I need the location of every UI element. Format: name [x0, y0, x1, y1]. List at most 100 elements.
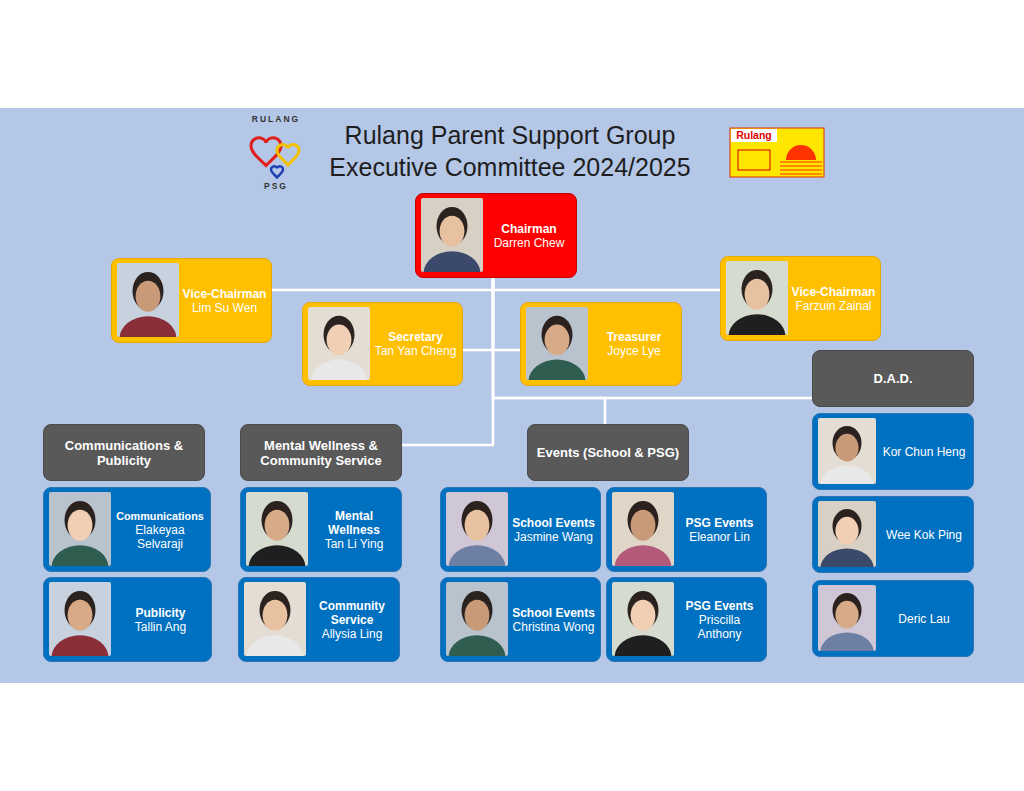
portrait-photo — [612, 582, 674, 656]
photo-shoulders — [528, 360, 585, 380]
text-area: Vice-ChairmanFarzuin Zainal — [791, 257, 876, 340]
photo-face — [631, 600, 656, 631]
person-name: Jasmine Wang — [514, 530, 593, 544]
text-area: D.A.D. — [819, 351, 967, 406]
text-area: Vice-ChairmanLim Su Wen — [182, 259, 267, 342]
person-name: Eleanor Lin — [689, 530, 750, 544]
text-area: PSG EventsPriscilla Anthony — [677, 578, 762, 661]
person-name: Darren Chew — [494, 236, 565, 250]
text-area: PublicityTallin Ang — [114, 578, 207, 661]
role-title: School Events — [512, 516, 595, 530]
school-logo-emblem — [738, 150, 770, 170]
person-name: Farzuin Zainal — [795, 299, 871, 313]
group-title: D.A.D. — [874, 371, 913, 386]
photo-face — [631, 510, 656, 541]
text-area: ChairmanDarren Chew — [486, 194, 572, 277]
portrait-photo — [246, 492, 308, 566]
photo-shoulders — [246, 635, 303, 656]
member-box: PSG EventsEleanor Lin — [606, 487, 767, 572]
photo-shoulders — [820, 549, 873, 567]
portrait-photo — [446, 492, 508, 566]
person-name: Deric Lau — [898, 612, 949, 626]
member-box: Wee Kok Ping — [812, 496, 974, 573]
role-title: Vice-Chairman — [792, 285, 876, 299]
photo-shoulders — [728, 314, 785, 335]
photo-shoulders — [248, 545, 305, 566]
text-area: SecretaryTan Yan Cheng — [373, 303, 458, 385]
person-name: Tallin Ang — [135, 620, 186, 634]
portrait-photo — [117, 263, 179, 337]
person-name: Allysia Ling — [322, 627, 383, 641]
officer-box: TreasurerJoyce Lye — [520, 302, 682, 386]
text-area: Mental Wellness & Community Service — [247, 425, 395, 480]
logo-text: Rulang — [731, 129, 777, 143]
text-area: School EventsChristina Wong — [511, 578, 596, 661]
member-box: CommunicationsElakeyaa Selvaraji — [43, 487, 211, 572]
member-box: Deric Lau — [812, 580, 974, 657]
portrait-photo — [818, 585, 876, 651]
photo-face — [745, 279, 770, 310]
member-box: School EventsChristina Wong — [440, 577, 601, 662]
person-name: Tan Yan Cheng — [375, 344, 457, 358]
photo-face — [327, 325, 352, 356]
photo-shoulders — [820, 633, 873, 651]
role-title: School Events — [512, 606, 595, 620]
photo-face — [265, 510, 290, 541]
photo-face — [136, 281, 161, 312]
text-area: Communications & Publicity — [50, 425, 198, 480]
photo-shoulders — [51, 635, 108, 656]
photo-face — [68, 510, 93, 541]
photo-face — [545, 325, 570, 356]
photo-face — [68, 600, 93, 631]
portrait-photo — [244, 582, 306, 656]
portrait-photo — [308, 307, 370, 380]
chart-title: Rulang Parent Support Group Executive Co… — [318, 119, 702, 183]
group-header-box: Events (School & PSG) — [527, 424, 689, 481]
photo-face — [465, 600, 490, 631]
group-header-box: Communications & Publicity — [43, 424, 205, 481]
role-title: Secretary — [388, 330, 443, 344]
member-box: Mental WellnessTan Li Ying — [240, 487, 402, 572]
org-connector — [272, 278, 493, 290]
school-logo — [730, 128, 824, 177]
org-connector — [463, 278, 493, 350]
officer-box: ChairmanDarren Chew — [415, 193, 577, 278]
member-box: Kor Chun Heng — [812, 413, 974, 490]
text-area: Community ServiceAllysia Ling — [309, 578, 395, 661]
role-title: PSG Events — [685, 516, 753, 530]
school-logo-ground — [730, 128, 824, 177]
text-area: Kor Chun Heng — [879, 414, 969, 489]
role-title: Treasurer — [607, 330, 662, 344]
logo-text: PSG — [236, 181, 316, 193]
role-title: Publicity — [135, 606, 185, 620]
role-title: Chairman — [501, 222, 556, 236]
person-name: Kor Chun Heng — [883, 445, 966, 459]
photo-shoulders — [448, 635, 505, 656]
portrait-photo — [446, 582, 508, 656]
member-box: School EventsJasmine Wang — [440, 487, 601, 572]
psg-heart-logo — [251, 138, 299, 178]
text-area: Deric Lau — [879, 581, 969, 656]
portrait-photo — [49, 492, 111, 566]
logo-text: RULANG — [236, 114, 316, 126]
officer-box: Vice-ChairmanLim Su Wen — [111, 258, 272, 343]
photo-face — [835, 601, 858, 629]
photo-shoulders — [310, 360, 367, 380]
person-name: Tan Li Ying — [325, 537, 384, 551]
portrait-photo — [818, 501, 876, 567]
photo-shoulders — [51, 545, 108, 566]
text-area: PSG EventsEleanor Lin — [677, 488, 762, 571]
role-title: Mental Wellness — [311, 509, 397, 537]
group-title: Events (School & PSG) — [537, 445, 679, 460]
officer-box: Vice-ChairmanFarzuin Zainal — [720, 256, 881, 341]
portrait-photo — [818, 418, 876, 484]
portrait-photo — [726, 261, 788, 335]
school-logo-stripes — [780, 162, 822, 174]
member-box: Community ServiceAllysia Ling — [238, 577, 400, 662]
group-header-box: Mental Wellness & Community Service — [240, 424, 402, 481]
person-name: Wee Kok Ping — [886, 528, 962, 542]
org-connector — [493, 278, 720, 290]
photo-face — [440, 216, 465, 247]
